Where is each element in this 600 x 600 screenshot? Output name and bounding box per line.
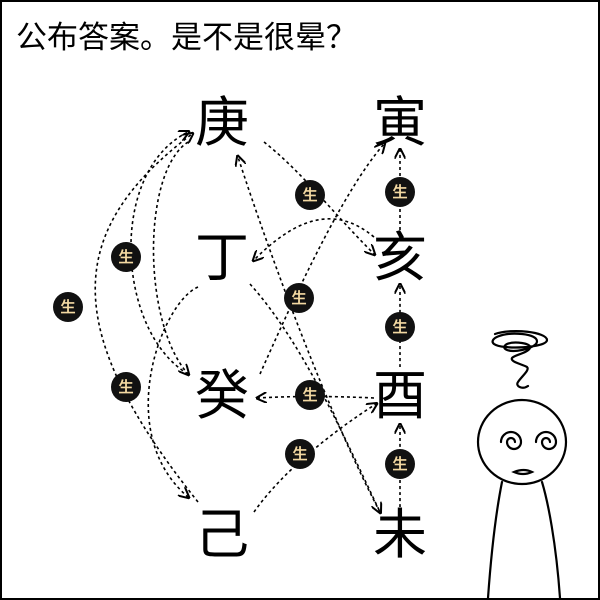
node-gui: 癸 [195, 364, 249, 427]
edges-layer [94, 132, 400, 513]
sheng-badge-label: 生 [60, 298, 75, 316]
sheng-badge: 生 [385, 449, 415, 479]
sheng-badge-label: 生 [291, 289, 306, 307]
relation-arrow-hai-to-ding [254, 218, 375, 260]
relation-arrow-ji-to-geng [94, 134, 199, 503]
relation-arrow-wei-to-geng [238, 157, 381, 513]
sheng-badge-label: 生 [392, 183, 407, 201]
sheng-badge-label: 生 [392, 455, 407, 473]
dizzy-figure-icon [476, 330, 568, 598]
headline: 公布答案。是不是很晕？ [16, 20, 357, 56]
sheng-badge: 生 [385, 312, 415, 342]
node-ji: 己 [195, 503, 249, 566]
sheng-badge-label: 生 [292, 445, 307, 463]
sheng-badge: 生 [284, 283, 314, 313]
sheng-badge: 生 [295, 380, 325, 410]
sheng-badge: 生 [295, 180, 325, 210]
sheng-badge-label: 生 [118, 378, 133, 396]
sheng-badge: 生 [111, 242, 141, 272]
sheng-badge: 生 [285, 439, 315, 469]
sheng-badge-label: 生 [118, 248, 133, 266]
node-ding: 丁 [195, 226, 249, 289]
sheng-badge-label: 生 [392, 318, 407, 336]
node-wei: 未 [373, 503, 427, 566]
relation-arrow-geng-to-gui [152, 141, 189, 374]
sheng-badge-label: 生 [302, 186, 317, 204]
relation-arrow-ji-to-you [253, 404, 376, 513]
sheng-badge: 生 [53, 292, 83, 322]
node-you: 酉 [373, 364, 427, 427]
node-geng: 庚 [195, 91, 249, 154]
sheng-badge-label: 生 [302, 386, 317, 404]
sheng-badge: 生 [385, 177, 415, 207]
relation-arrow-ding-to-ji [147, 286, 199, 497]
node-hai: 亥 [373, 226, 427, 289]
node-yin: 寅 [373, 91, 427, 154]
sheng-badge: 生 [111, 372, 141, 402]
relation-arrow-gui-to-yin [259, 144, 384, 375]
